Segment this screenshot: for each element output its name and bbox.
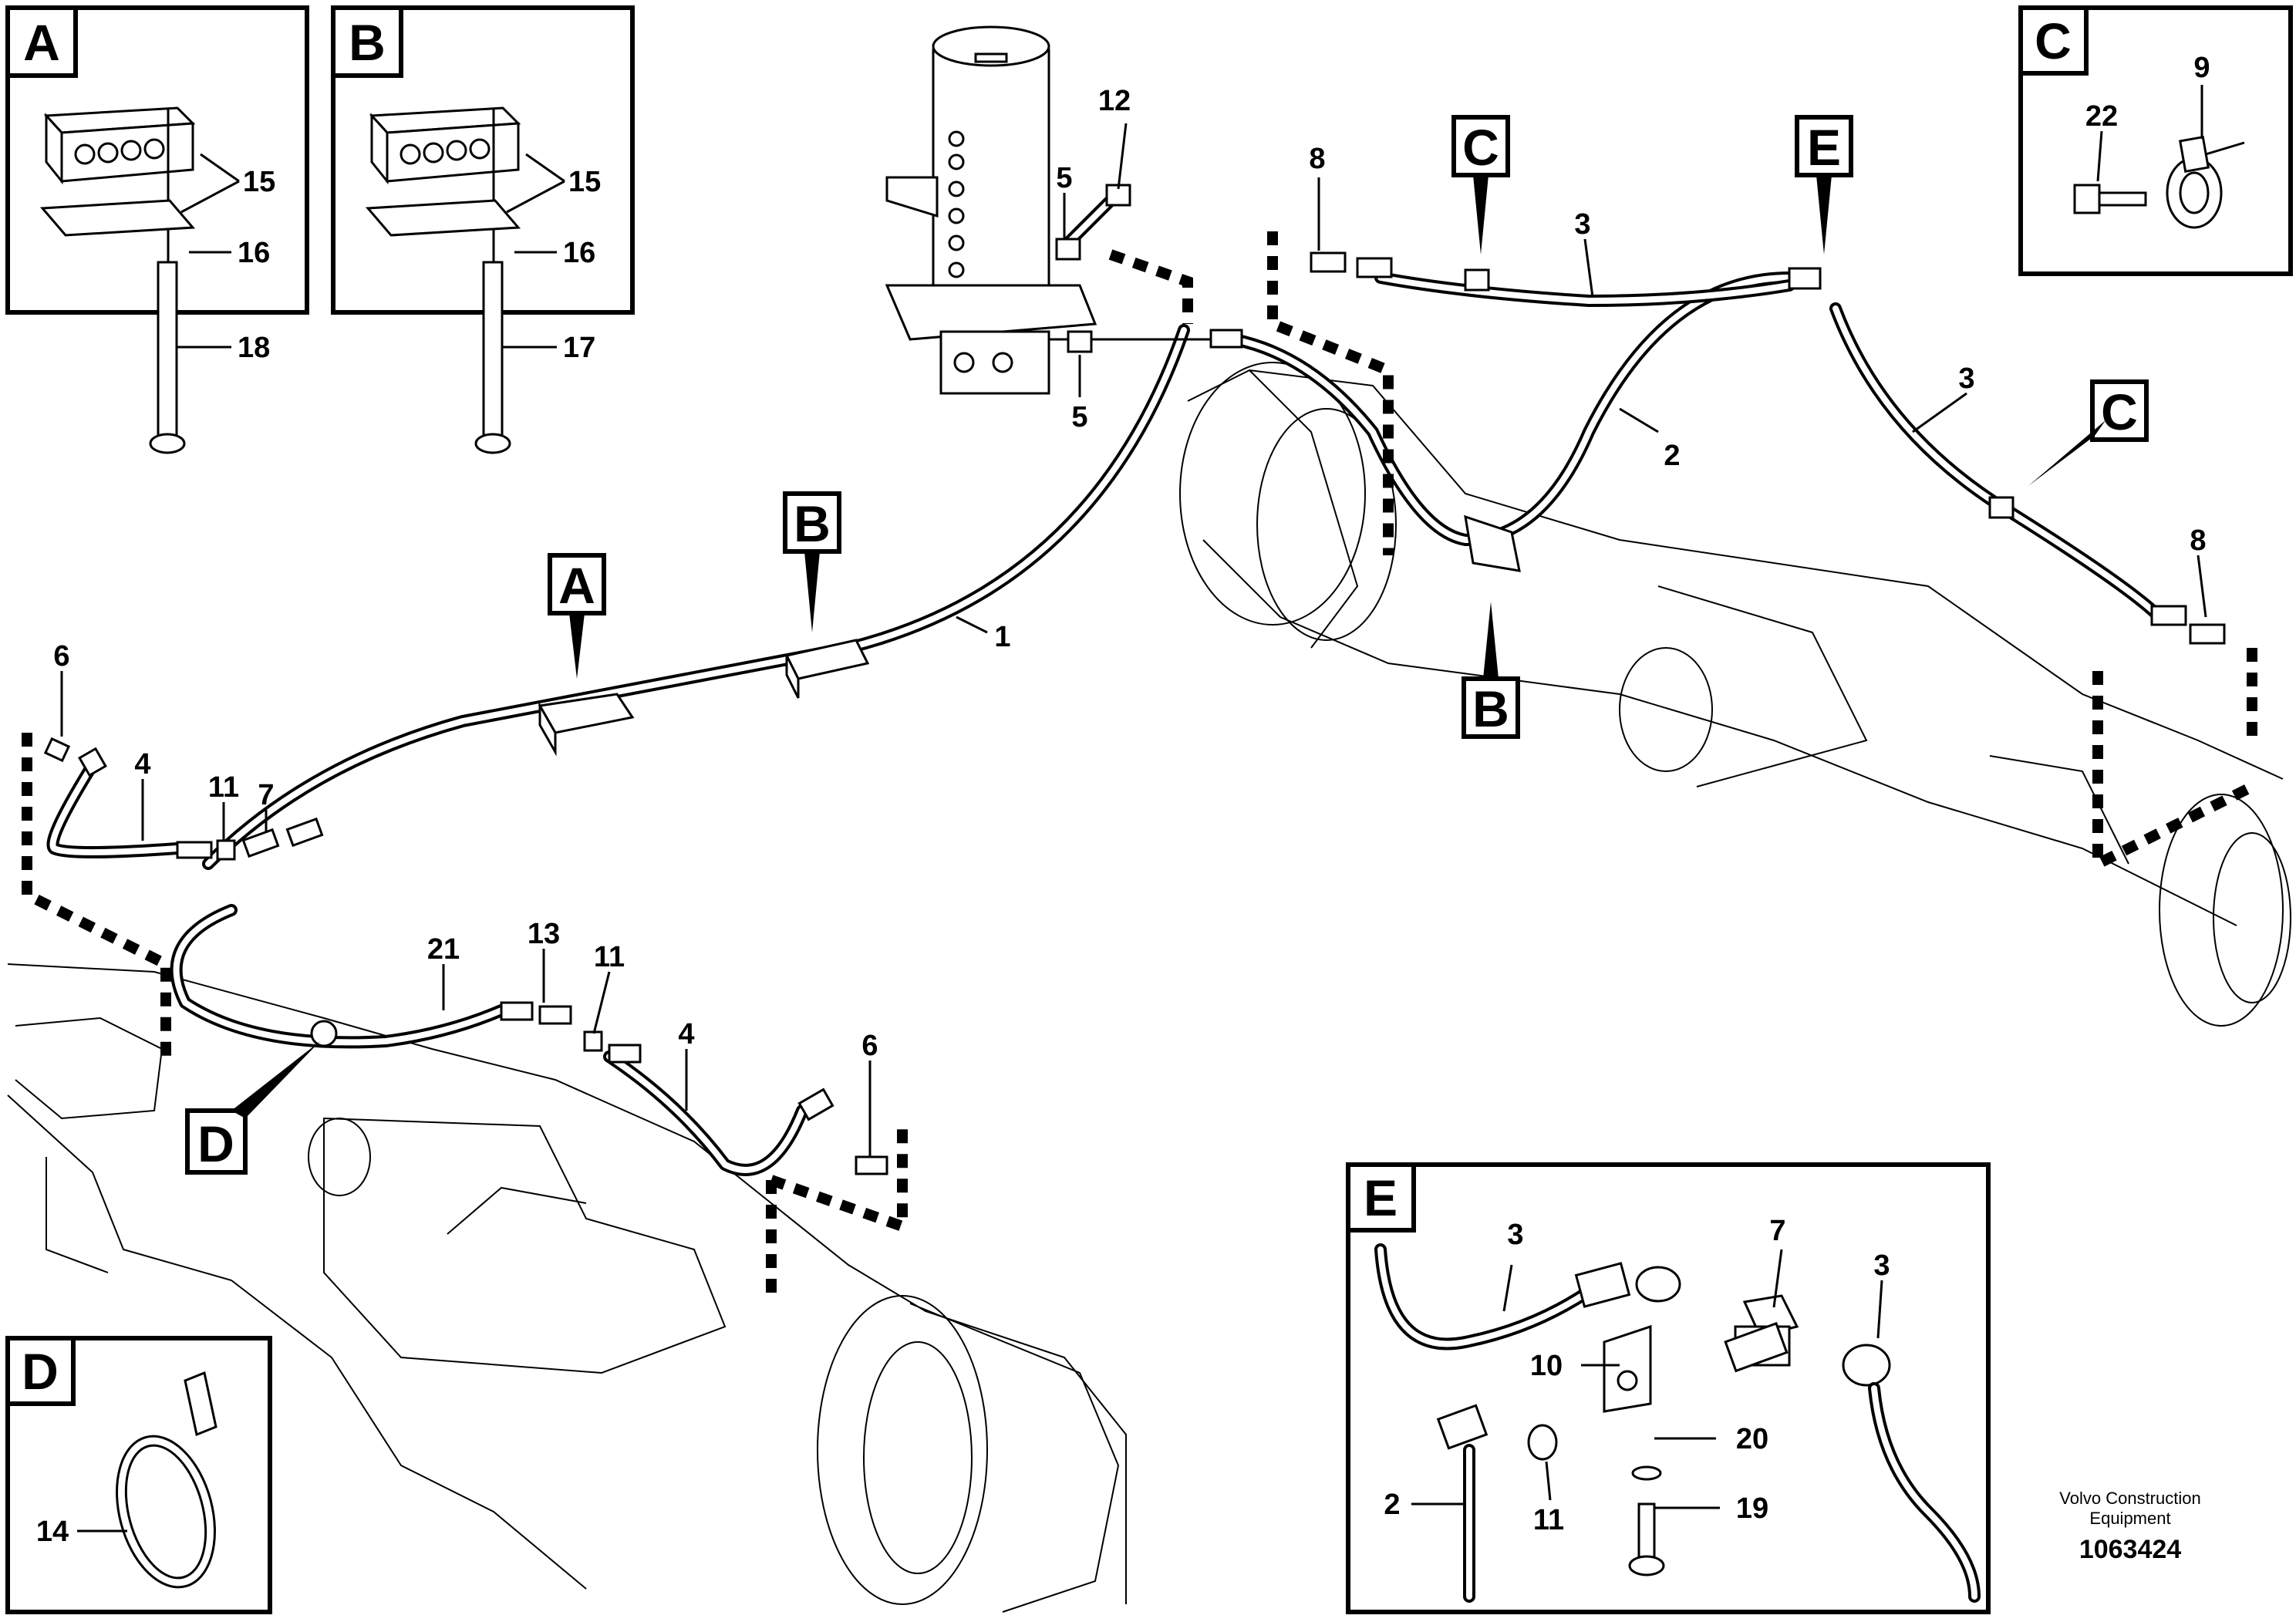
inset-e-label-19: 19 (1736, 1492, 1768, 1525)
inset-d-label-14: 14 (36, 1516, 69, 1548)
inset-e-label-3: 3 (1507, 1219, 1523, 1251)
frame-cut-markers (22, 231, 2257, 1296)
callout-d: D (185, 1041, 320, 1175)
credit-line-1: Volvo Construction (2059, 1489, 2200, 1508)
inset-e-label-20: 20 (1736, 1423, 1768, 1455)
hose-routes (46, 191, 2166, 1176)
part-label-7: 7 (258, 779, 274, 811)
callout-b-left: B (783, 491, 841, 632)
part-label-5: 5 (1056, 162, 1072, 194)
inset-b-letter: B (349, 14, 386, 71)
part-labels: 12 5 5 8 3 2 3 8 1 6 4 11 7 21 13 11 4 6 (53, 85, 2206, 1062)
inset-c: C 9 22 (2018, 5, 2293, 276)
rear-axle-drawing (1179, 362, 2291, 1027)
part-label-11: 11 (208, 771, 239, 804)
swivel-valve-body (885, 25, 1097, 395)
callout-c-right-letter: C (2101, 383, 2138, 440)
leader-lines (60, 123, 2207, 1157)
part-label-8: 8 (2190, 524, 2206, 557)
inset-e: E 3 7 3 10 20 19 2 11 (1346, 1162, 1991, 1614)
inset-e-letter: E (1364, 1169, 1397, 1226)
inset-e-label-10: 10 (1530, 1350, 1563, 1382)
inset-b-label-15: 15 (568, 166, 601, 198)
callout-a: A (548, 553, 606, 679)
document-number: 1063424 (2079, 1535, 2181, 1564)
fittings (43, 184, 2226, 1175)
callout-e: E (1795, 115, 1853, 255)
inset-e-label-2: 2 (1384, 1489, 1400, 1521)
part-label-6: 6 (861, 1030, 878, 1062)
inset-d: D 14 (5, 1336, 272, 1614)
part-label-11: 11 (594, 941, 625, 973)
part-label-12: 12 (1098, 85, 1131, 117)
inset-a-label-16: 16 (238, 237, 270, 269)
part-label-4: 4 (678, 1018, 694, 1050)
credit-line-2: Equipment (2089, 1509, 2170, 1528)
inset-c-label-9: 9 (2193, 52, 2210, 84)
inset-c-label-22: 22 (2085, 100, 2118, 133)
inset-a-letter: A (23, 14, 60, 71)
inset-e-label-11: 11 (1533, 1504, 1564, 1536)
clamp-blocks (538, 514, 1521, 757)
part-label-2: 2 (1664, 440, 1680, 472)
part-label-13: 13 (528, 918, 560, 950)
inset-b: B 15 16 17 (331, 5, 635, 454)
inset-b-label-17: 17 (563, 332, 595, 364)
inset-e-label-7: 7 (1769, 1215, 1785, 1247)
callout-c-right: C (2028, 379, 2149, 486)
inset-a-label-15: 15 (243, 166, 275, 198)
inset-a: A 15 16 18 (5, 5, 309, 454)
callout-b-right: B (1462, 602, 1520, 739)
callout-d-letter: D (197, 1115, 234, 1172)
part-label-5: 5 (1071, 401, 1087, 433)
callout-b-right-letter: B (1472, 680, 1509, 737)
part-label-3: 3 (1958, 363, 1974, 395)
callout-c-top: C (1451, 115, 1510, 255)
part-label-3: 3 (1574, 208, 1590, 241)
inset-d-letter: D (22, 1343, 59, 1400)
part-label-4: 4 (134, 748, 150, 781)
callout-e-letter: E (1807, 119, 1841, 176)
inset-a-label-18: 18 (238, 332, 270, 364)
inset-c-letter: C (2035, 12, 2072, 69)
inset-b-label-16: 16 (563, 237, 595, 269)
footer: Volvo Construction Equipment 1063424 (2059, 1489, 2200, 1564)
callout-a-letter: A (558, 557, 595, 614)
part-label-6: 6 (53, 640, 69, 673)
inset-e-label-3: 3 (1873, 1249, 1890, 1282)
callout-c-top-letter: C (1462, 119, 1499, 176)
part-label-8: 8 (1309, 143, 1325, 175)
part-label-21: 21 (427, 933, 460, 966)
callout-b-left-letter: B (794, 495, 831, 552)
part-label-1: 1 (994, 621, 1010, 653)
